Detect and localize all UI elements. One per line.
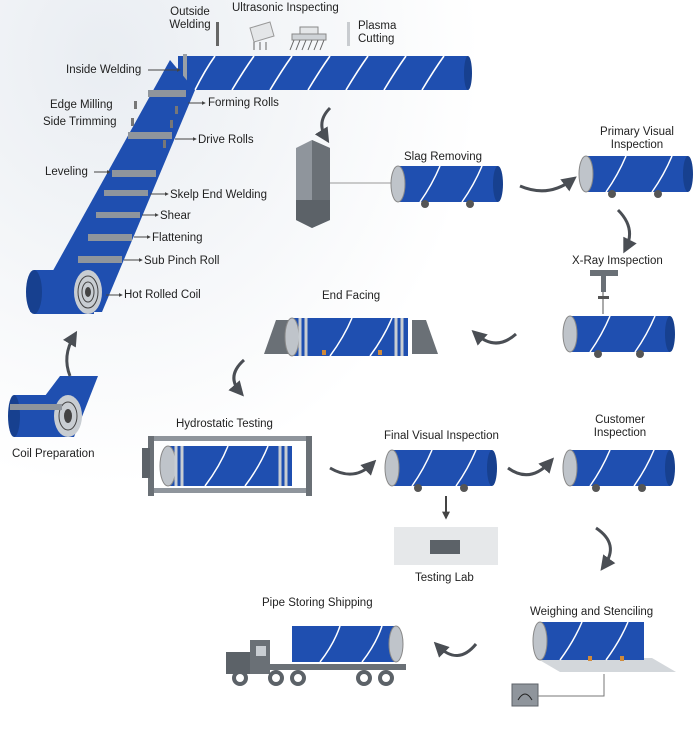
label-xray-inspection: X-Ray Imspection [572, 255, 663, 267]
label-side-trimming: Side Trimming [43, 116, 117, 128]
label-shear: Shear [160, 210, 191, 222]
label-outside-welding: Outside Welding [169, 6, 211, 31]
label-inside-welding: Inside Welding [66, 64, 142, 76]
label-drive-rolls: Drive Rolls [198, 134, 254, 146]
label-ultrasonic-inspecting: Ultrasonic Inspecting [232, 2, 339, 14]
plasma-cutter [347, 22, 350, 46]
weighing-stenciling-unit [511, 621, 676, 707]
shipping-truck [226, 625, 406, 686]
label-sub-pinch-roll: Sub Pinch Roll [144, 255, 220, 267]
strip-rollers [78, 90, 186, 263]
outside-welding-torch [216, 22, 219, 46]
label-final-visual-inspection: Final Visual Inspection [384, 430, 499, 442]
label-weighing-stenciling: Weighing and Stenciling [530, 606, 654, 618]
label-flattening: Flattening [152, 232, 203, 244]
tool-marks [131, 101, 178, 148]
label-edge-milling: Edge Milling [50, 99, 113, 111]
label-forming-rolls: Forming Rolls [208, 97, 279, 109]
slag-removing-machine [296, 140, 395, 228]
slag-pipe [390, 165, 503, 208]
label-plasma-cutting: Plasma Cutting [358, 20, 397, 45]
hot-rolled-coil [26, 270, 102, 314]
label-skelp-end-welding: Skelp End Welding [170, 189, 267, 201]
coil-preparation-unit [8, 376, 98, 437]
ultrasonic-unit-a [249, 21, 275, 50]
primary-visual-pipe [578, 155, 693, 198]
testing-lab-box [394, 496, 498, 565]
leader-lines [94, 68, 206, 297]
hydrostatic-testing-machine [142, 436, 312, 496]
label-customer-inspection: Customer Inspection [593, 414, 647, 439]
top-pipe [178, 54, 472, 92]
label-testing-lab: Testing Lab [415, 572, 474, 584]
label-end-facing: End Facing [322, 290, 381, 302]
end-facing-machine [264, 317, 438, 357]
ultrasonic-unit-b [289, 26, 327, 51]
xray-pipe [562, 315, 675, 358]
label-coil-preparation: Coil Preparation [12, 448, 95, 460]
label-slag-removing: Slag Removing [404, 151, 482, 163]
label-leveling: Leveling [45, 166, 88, 178]
label-pipe-storing-shipping: Pipe Storing Shipping [262, 597, 373, 609]
xray-device [590, 270, 618, 314]
label-primary-visual-inspection: Primary Visual Inspection [600, 126, 674, 151]
customer-inspection-pipe [562, 449, 675, 492]
process-arrows [62, 106, 637, 658]
label-hot-rolled-coil: Hot Rolled Coil [124, 289, 201, 301]
label-hydrostatic-testing: Hydrostatic Testing [176, 418, 273, 430]
final-visual-pipe [384, 449, 497, 492]
